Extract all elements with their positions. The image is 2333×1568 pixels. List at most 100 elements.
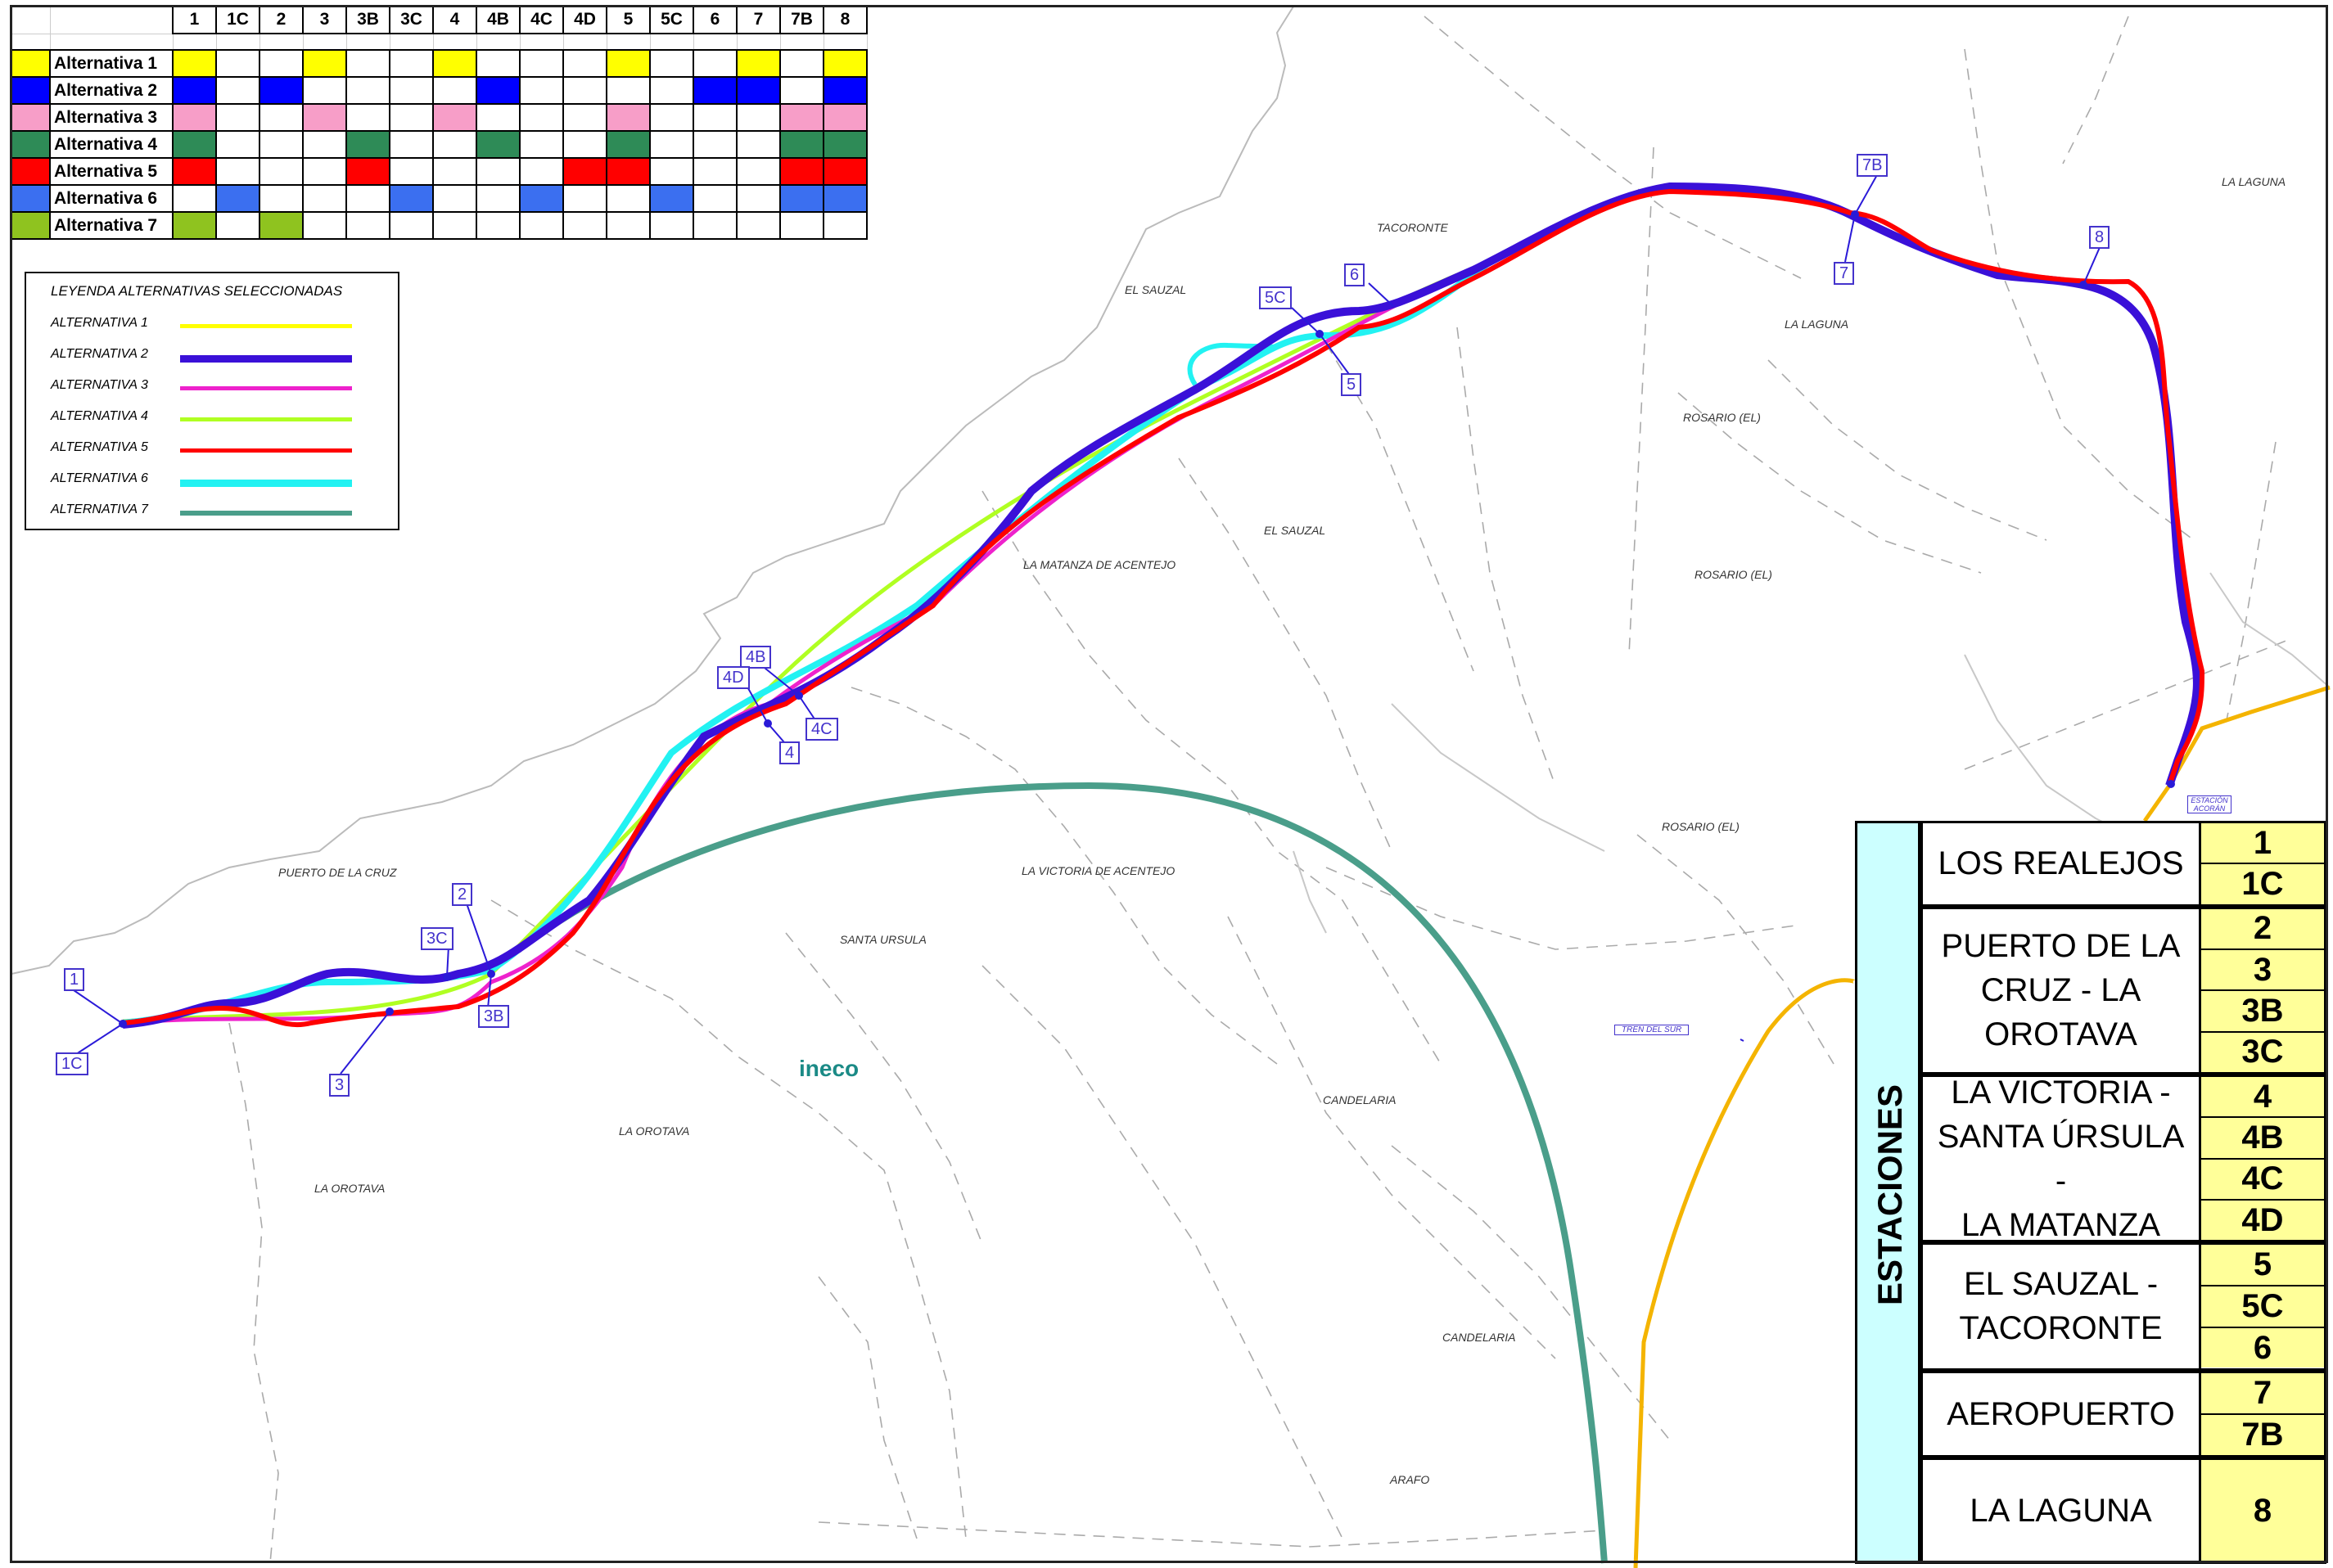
matrix-cell [606, 130, 651, 159]
matrix-cell [823, 157, 868, 186]
matrix-cell [823, 130, 868, 159]
matrix-cell [736, 130, 781, 159]
matrix-row: Alternativa 6 [10, 184, 868, 213]
matrix-cell [476, 211, 521, 240]
matrix-column-header: 1C [215, 5, 260, 34]
matrix-cell [779, 76, 824, 105]
matrix-column-header: 2 [259, 5, 304, 34]
matrix-cell [302, 157, 347, 186]
matrix-cell [432, 157, 477, 186]
matrix-cell [649, 103, 694, 132]
matrix-cell [736, 211, 781, 240]
matrix-spacer [562, 33, 607, 51]
matrix-spacer [736, 33, 781, 51]
station-code: 3 [2201, 950, 2324, 992]
station-code: 6 [2201, 1327, 2324, 1368]
matrix-cell [476, 130, 521, 159]
legend-item-label: ALTERNATIVA 3 [51, 378, 148, 392]
matrix-cell [519, 76, 564, 105]
matrix-cell [562, 76, 607, 105]
matrix-row: Alternativa 3 [10, 103, 868, 132]
matrix-spacer [432, 33, 477, 51]
matrix-spacer [345, 33, 390, 51]
matrix-column-header: 5C [649, 5, 694, 34]
alternativa-6-route [122, 259, 1492, 1026]
matrix-cell [606, 49, 651, 78]
matrix-cell [649, 130, 694, 159]
matrix-cell [476, 184, 521, 213]
matrix-cell [519, 184, 564, 213]
matrix-cell [389, 76, 434, 105]
matrix-cell [736, 103, 781, 132]
matrix-column-header: 3C [389, 5, 434, 34]
matrix-cell [779, 157, 824, 186]
matrix-cell [476, 49, 521, 78]
matrix-cell [302, 76, 347, 105]
legend-item-line [180, 355, 352, 363]
alternative-name: Alternativa 6 [49, 184, 174, 213]
matrix-cell [345, 130, 390, 159]
matrix-row: Alternativa 7 [10, 211, 868, 240]
legend-item-line [180, 448, 352, 453]
alternative-name: Alternativa 4 [49, 130, 174, 159]
matrix-cell [215, 76, 260, 105]
station-code: 4C [2201, 1159, 2324, 1201]
tren-del-sur-route [1633, 978, 1857, 1568]
matrix-cell [779, 103, 824, 132]
matrix-cell [302, 103, 347, 132]
station-code: 5 [2201, 1245, 2324, 1287]
matrix-cell [693, 157, 738, 186]
matrix-cell [389, 130, 434, 159]
matrix-cell [693, 211, 738, 240]
matrix-cell [519, 130, 564, 159]
matrix-cell [649, 184, 694, 213]
matrix-cell [215, 157, 260, 186]
matrix-cell [779, 49, 824, 78]
matrix-column-header: 4B [476, 5, 521, 34]
station-group-name: AEROPUERTO [1923, 1372, 2201, 1456]
matrix-cell [302, 130, 347, 159]
alternative-swatch [10, 184, 51, 213]
matrix-cell [519, 49, 564, 78]
alternative-swatch [10, 103, 51, 132]
matrix-cell [345, 103, 390, 132]
matrix-column-header: 7B [779, 5, 824, 34]
alternativa-2-route [122, 182, 2201, 1029]
matrix-column-header: 1 [172, 5, 217, 34]
matrix-cell [345, 184, 390, 213]
alternative-name: Alternativa 1 [49, 49, 174, 78]
matrix-cell [215, 184, 260, 213]
alternativa-5-route [122, 188, 2205, 1028]
station-group-name: LOS REALEJOS [1923, 823, 2201, 904]
matrix-spacer [389, 33, 434, 51]
matrix-cell [736, 76, 781, 105]
matrix-cell [606, 76, 651, 105]
legend-title: LEYENDA ALTERNATIVAS SELECCIONADAS [51, 283, 343, 299]
legend-item-line [180, 480, 352, 487]
matrix-cell [432, 130, 477, 159]
legend-item-line [180, 324, 352, 328]
matrix-cell [562, 157, 607, 186]
matrix-cell [736, 157, 781, 186]
matrix-spacer [302, 33, 347, 51]
matrix-column-header: 5 [606, 5, 651, 34]
station-group-name: PUERTO DE LA CRUZ - LA OROTAVA [1923, 908, 2201, 1073]
matrix-cell [215, 49, 260, 78]
matrix-cell [562, 49, 607, 78]
legend-item-line [180, 386, 352, 390]
matrix-cell [823, 103, 868, 132]
matrix-spacer [823, 33, 868, 51]
legend-item-label: ALTERNATIVA 2 [51, 347, 148, 361]
matrix-cell [476, 103, 521, 132]
coastline [11, 6, 1294, 975]
matrix-cell [345, 157, 390, 186]
matrix-cell [259, 76, 304, 105]
matrix-column-header: 4D [562, 5, 607, 34]
matrix-cell [649, 211, 694, 240]
stations-title: ESTACIONES [1870, 1084, 1909, 1305]
station-code: 7B [2201, 1414, 2324, 1456]
matrix-spacer [649, 33, 694, 51]
